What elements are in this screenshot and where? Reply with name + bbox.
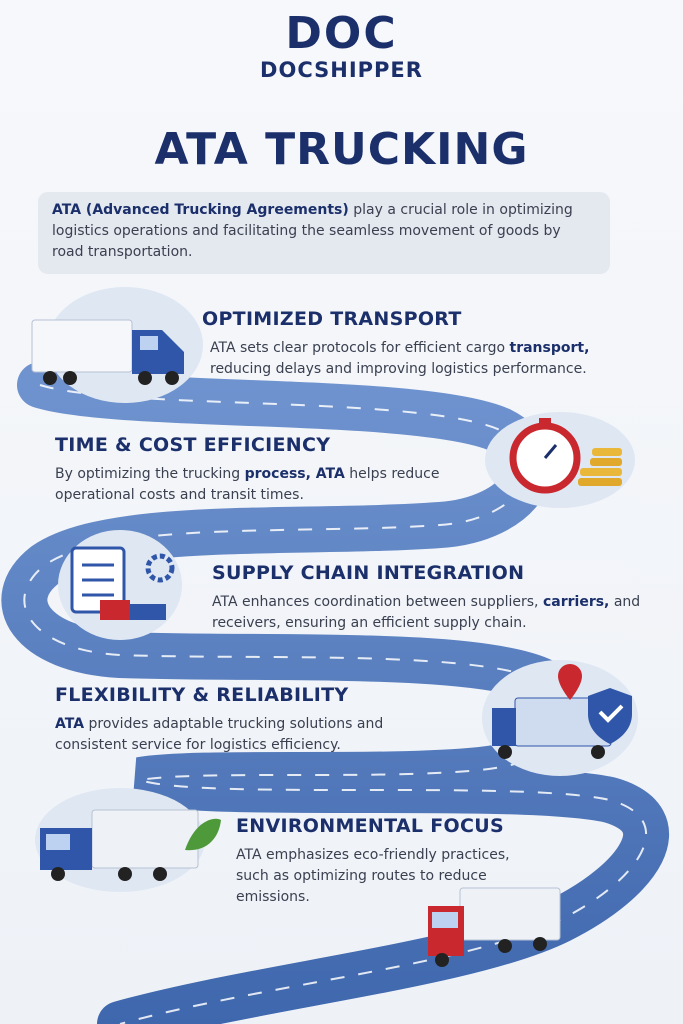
section-supply-chain: SUPPLY CHAIN INTEGRATION ATA enhances co… xyxy=(212,562,652,634)
section-title: ENVIRONMENTAL FOCUS xyxy=(236,815,504,837)
red-truck-icon xyxy=(428,887,561,967)
section-title: SUPPLY CHAIN INTEGRATION xyxy=(212,562,525,584)
checklist-gear-icon xyxy=(58,530,182,640)
section-flexibility: FLEXIBILITY & RELIABILITY ATA provides a… xyxy=(55,684,415,756)
stopwatch-coins-icon xyxy=(485,412,635,508)
intro-bold: ATA (Advanced Trucking Agreements) xyxy=(52,202,349,218)
section-optimized-transport: OPTIMIZED TRANSPORT ATA sets clear proto… xyxy=(202,308,642,380)
logo-name: DOCSHIPPER xyxy=(260,58,423,82)
page-title: ATA TRUCKING xyxy=(154,124,529,175)
section-title: FLEXIBILITY & RELIABILITY xyxy=(55,684,349,706)
eco-truck-icon xyxy=(35,788,221,892)
brand-logo: DOC DOCSHIPPER xyxy=(0,8,683,83)
section-title: OPTIMIZED TRANSPORT xyxy=(202,308,462,330)
section-environmental: ENVIRONMENTAL FOCUS ATA emphasizes eco-f… xyxy=(236,815,536,908)
truck-shield-icon xyxy=(482,660,638,776)
section-title: TIME & COST EFFICIENCY xyxy=(55,434,331,456)
intro-box: ATA (Advanced Trucking Agreements) play … xyxy=(38,192,610,274)
intro-text: play a crucial role in optimizing logist… xyxy=(52,202,573,260)
section-time-cost: TIME & COST EFFICIENCY By optimizing the… xyxy=(55,434,465,506)
logo-mark: DOC xyxy=(285,8,398,59)
semi-truck-icon xyxy=(31,287,203,403)
